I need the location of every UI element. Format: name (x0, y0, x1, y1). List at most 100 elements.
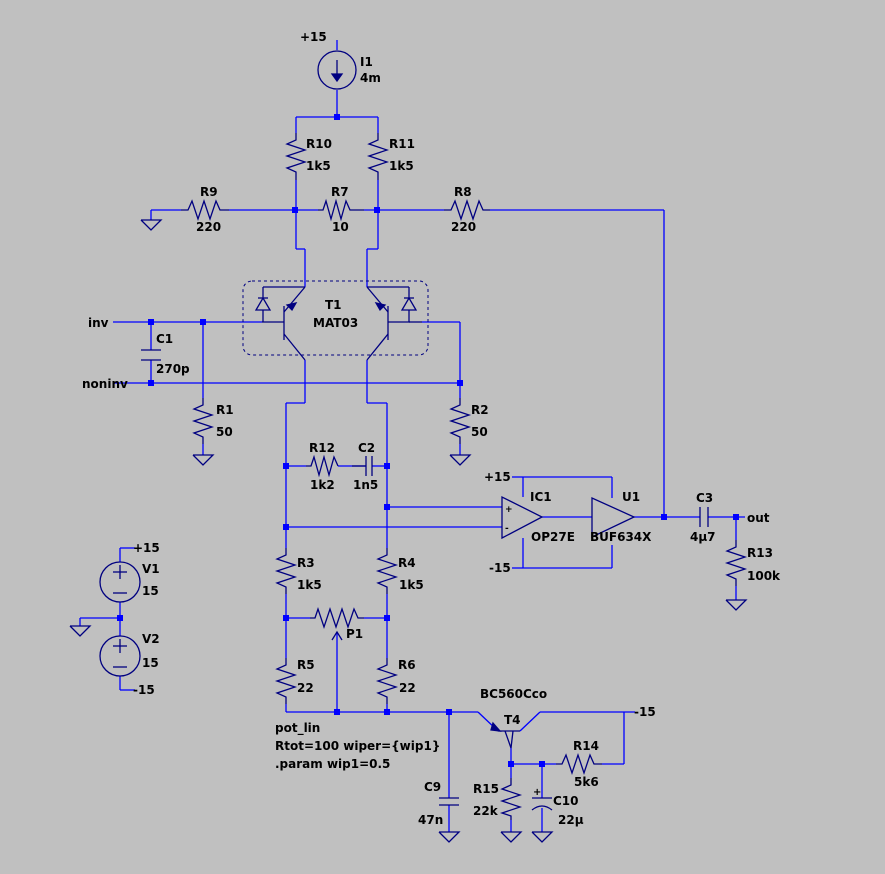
resistor-r10 (284, 133, 308, 180)
opamp-ic1[interactable] (501, 495, 544, 540)
r1-name: R1 (216, 403, 234, 417)
resistor-r9 (181, 198, 229, 222)
r6-name: R6 (398, 658, 416, 672)
r7-value: 10 (332, 220, 349, 234)
r5-name: R5 (297, 658, 315, 672)
r14-name: R14 (573, 739, 599, 753)
current-source-i1[interactable] (317, 50, 357, 90)
voltage-source-v1[interactable] (99, 561, 141, 603)
r1-value: 50 (216, 425, 233, 439)
i1-name: I1 (360, 55, 373, 69)
c9-name: C9 (424, 780, 441, 794)
labels: +15 I1 4m R10 1k5 R11 1k5 R9 220 R7 10 R… (82, 30, 781, 827)
directive-model: pot_lin (275, 721, 320, 736)
r7-name: R7 (331, 185, 349, 199)
r11-value: 1k5 (389, 159, 414, 173)
ground-icon (725, 599, 748, 611)
ic1-noninv-pin: + (505, 505, 513, 515)
net-label-v2-minus: -15 (133, 683, 155, 697)
ic1-inv-pin: - (505, 524, 509, 534)
net-label-v1-plus: +15 (133, 541, 160, 555)
resistor-r1 (191, 398, 215, 444)
resistor-r15 (499, 778, 523, 820)
r4-value: 1k5 (399, 578, 424, 592)
r13-name: R13 (747, 546, 773, 560)
v2-value: 15 (142, 656, 159, 670)
resistor-r2 (448, 398, 472, 444)
r8-value: 220 (451, 220, 476, 234)
t1-value: MAT03 (313, 316, 358, 330)
ground-symbols (69, 219, 748, 843)
ground-icon (140, 219, 163, 231)
c10-plus-sign: + (533, 787, 541, 798)
directive-param: .param wip1=0.5 (275, 757, 390, 771)
ground-icon (192, 454, 215, 466)
r8-name: R8 (454, 185, 472, 199)
r5-value: 22 (297, 681, 314, 695)
c3-value: 4µ7 (690, 530, 716, 544)
c9-value: 47n (418, 813, 443, 827)
r9-value: 220 (196, 220, 221, 234)
r12-name: R12 (309, 441, 335, 455)
u1-value: BUF634X (590, 530, 652, 544)
r12-value: 1k2 (310, 478, 335, 492)
r2-value: 50 (471, 425, 488, 439)
buffer-u1[interactable] (591, 496, 636, 539)
ground-icon (500, 831, 523, 843)
c1-name: C1 (156, 332, 173, 346)
voltage-source-v2[interactable] (99, 635, 141, 677)
c2-value: 1n5 (353, 478, 378, 492)
r13-value: 100k (747, 569, 781, 583)
r4-name: R4 (398, 556, 416, 570)
potentiometer-p1 (310, 606, 364, 630)
net-label-t4-supply: -15 (634, 705, 656, 719)
r14-value: 5k6 (574, 775, 599, 789)
resistor-r14 (556, 752, 602, 776)
c1-value: 270p (156, 362, 190, 376)
v2-name: V2 (142, 632, 160, 646)
wires (79, 40, 745, 832)
net-label-noninv: noninv (82, 377, 128, 391)
resistor-r13 (724, 540, 748, 586)
c2-name: C2 (358, 441, 375, 455)
net-label-vee-ic: -15 (489, 561, 511, 575)
resistor-r5 (274, 658, 298, 704)
net-label-vcc-ic: +15 (484, 470, 511, 484)
transistor-t4[interactable] (490, 721, 520, 749)
ic1-name: IC1 (530, 490, 552, 504)
ic1-value: OP27E (531, 530, 575, 544)
t1-name: T1 (325, 298, 342, 312)
resistor-r3 (274, 548, 298, 594)
r10-name: R10 (306, 137, 332, 151)
r15-value: 22k (473, 804, 499, 818)
resistor-r7 (318, 198, 364, 222)
r9-name: R9 (200, 185, 218, 199)
r15-name: R15 (473, 782, 499, 796)
net-label-inv: inv (88, 316, 109, 330)
r11-name: R11 (389, 137, 415, 151)
resistor-shapes (191, 133, 748, 820)
ground-icon (531, 831, 554, 843)
resistor-r4 (375, 548, 399, 594)
p1-wiper-arrow (331, 630, 343, 641)
junction-dots (117, 114, 739, 767)
p1-name: P1 (346, 627, 363, 641)
r3-name: R3 (297, 556, 315, 570)
net-label-vcc-top: +15 (300, 30, 327, 44)
u1-name: U1 (622, 490, 640, 504)
c10-value: 22µ (558, 813, 584, 827)
t4-value: BC560Cco (480, 687, 547, 701)
r2-name: R2 (471, 403, 489, 417)
v1-name: V1 (142, 562, 160, 576)
ground-icon (69, 625, 92, 637)
r10-value: 1k5 (306, 159, 331, 173)
transistor-t1[interactable] (242, 280, 429, 361)
ground-icon (438, 831, 461, 843)
resistor-r11 (366, 133, 390, 180)
capacitor-c10-plate-bottom (531, 805, 553, 811)
c10-name: C10 (553, 794, 579, 808)
c3-name: C3 (696, 491, 713, 505)
resistor-r6 (375, 658, 399, 704)
resistor-r12 (306, 454, 339, 478)
